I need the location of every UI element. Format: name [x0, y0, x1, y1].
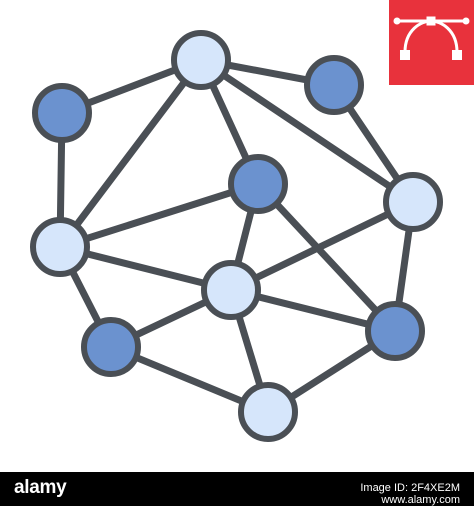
network-node-light: [238, 382, 298, 442]
vector-format-badge: [389, 0, 474, 85]
network-edge: [197, 56, 417, 206]
network-node-dark: [304, 55, 364, 115]
network-edge: [254, 180, 399, 335]
network-node-light: [171, 30, 231, 90]
network-graph-illustration: [30, 30, 443, 442]
illustration-canvas: [30, 0, 474, 442]
network-node-light: [30, 217, 90, 277]
network-node-dark: [81, 317, 141, 377]
alamy-logo: alamy: [14, 477, 67, 498]
site-url: www.alamy.com: [381, 494, 460, 506]
network-node-light: [383, 172, 443, 232]
network-edge: [227, 198, 417, 294]
bezier-pen-tool-icon: [393, 16, 470, 60]
network-node-dark: [32, 83, 92, 143]
network-nodes: [30, 30, 443, 442]
network-node-dark: [228, 154, 288, 214]
image-id-label: Image ID: 2F4XE2M: [360, 482, 460, 494]
network-edge: [56, 180, 262, 251]
stock-footer-bar: alamy Image ID: 2F4XE2M www.alamy.com: [0, 472, 474, 506]
network-node-light: [201, 260, 261, 320]
network-node-dark: [365, 301, 425, 361]
image-id-block: Image ID: 2F4XE2M www.alamy.com: [360, 482, 460, 506]
network-edge: [56, 56, 205, 251]
